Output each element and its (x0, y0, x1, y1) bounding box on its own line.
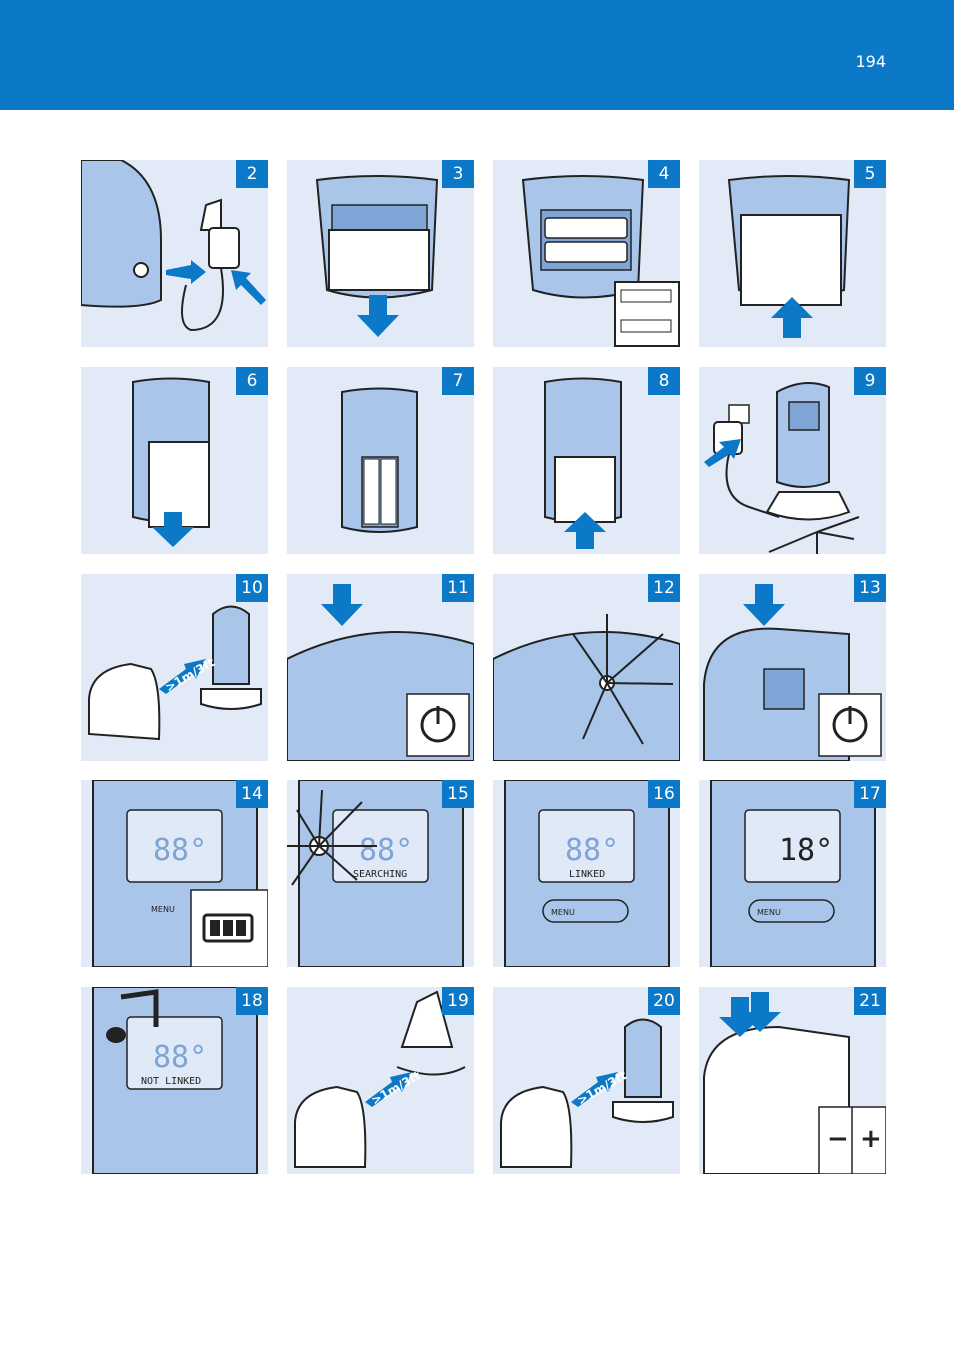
page-number: 194 (855, 52, 886, 71)
step-number: 17 (854, 780, 886, 808)
illustration-plug-in-adapter (81, 160, 266, 332)
step-panel-21: − + 21 (699, 987, 886, 1174)
step-panel-10: >1m/3ft 10 (81, 574, 268, 761)
illustration-close-battery-cover (727, 175, 851, 338)
illustration-baby-unit-power-on (287, 584, 474, 761)
lcd-status-searching: SEARCHING (353, 869, 407, 880)
lcd-status-not-linked: NOT LINKED (141, 1076, 201, 1087)
step-number: 15 (442, 780, 474, 808)
page-header-bar: 194 (0, 0, 954, 110)
step-panel-11: 11 (287, 574, 474, 761)
step-number: 20 (648, 987, 680, 1015)
lcd-temperature: 18° (779, 833, 833, 868)
step-panel-9: 9 (699, 367, 886, 554)
step-number: 2 (236, 160, 268, 188)
illustration-charger-plug-in (704, 382, 860, 554)
menu-label: MENU (151, 905, 175, 914)
step-panel-2: 2 (81, 160, 268, 347)
illustration-battery-full: 88° MENU (92, 780, 268, 967)
menu-label: MENU (757, 908, 781, 917)
step-panel-17: 18° MENU 17 (699, 780, 886, 967)
illustration-parent-unit-batteries (341, 387, 418, 533)
step-number: 4 (648, 160, 680, 188)
step-panel-13: 13 (699, 574, 886, 761)
step-panel-18: 88° NOT LINKED 18 (81, 987, 268, 1174)
step-number: 14 (236, 780, 268, 808)
step-number: 19 (442, 987, 474, 1015)
step-panel-20: >1m/3ft 20 (493, 987, 680, 1174)
step-panel-12: 12 (493, 574, 680, 761)
illustration-parent-unit-power-on (703, 584, 882, 761)
step-panel-7: 7 (287, 367, 474, 554)
illustration-insert-batteries (521, 175, 680, 347)
step-number: 9 (854, 367, 886, 395)
step-panel-6: 6 (81, 367, 268, 554)
illustration-parent-unit-close-cover (544, 377, 622, 549)
minus-label: − (827, 1124, 849, 1154)
illustration-not-linked-alarm: 88° NOT LINKED (92, 987, 258, 1174)
illustration-searching: 88° SEARCHING (287, 780, 464, 967)
step-panel-19: >1m/3ft 19 (287, 987, 474, 1174)
illustration-volume-buttons: − + (703, 992, 886, 1174)
step-number: 3 (442, 160, 474, 188)
lcd-digits: 88° (359, 833, 413, 868)
step-number: 6 (236, 367, 268, 395)
illustration-parent-unit-open-cover (132, 377, 210, 547)
illustration-temperature: 18° MENU (710, 780, 876, 967)
step-number: 13 (854, 574, 886, 602)
illustration-distance-units: >1m/3ft (88, 605, 262, 741)
step-number: 7 (442, 367, 474, 395)
step-panel-5: 5 (699, 160, 886, 347)
illustration-baby-unit-light-on (493, 614, 680, 761)
lcd-digits: 88° (565, 833, 619, 868)
step-number: 8 (648, 367, 680, 395)
step-number: 16 (648, 780, 680, 808)
illustration-baby-unit-distance-cot: >1m/3ft (294, 990, 466, 1168)
distance-label: >1m/3ft (369, 1068, 424, 1108)
step-number: 21 (854, 987, 886, 1015)
step-number: 5 (854, 160, 886, 188)
lcd-status-linked: LINKED (569, 869, 605, 880)
lcd-digits: 88° (153, 1040, 207, 1075)
step-panel-3: 3 (287, 160, 474, 347)
step-panel-8: 8 (493, 367, 680, 554)
plus-label: + (860, 1124, 882, 1154)
step-panel-16: 88° LINKED MENU 16 (493, 780, 680, 967)
lcd-digits: 88° (153, 833, 207, 868)
illustration-parent-unit-distance: >1m/3ft (500, 1018, 674, 1168)
step-panel-15: 88° SEARCHING 15 (287, 780, 474, 967)
step-number: 12 (648, 574, 680, 602)
step-panel-4: 4 (493, 160, 680, 347)
menu-label: MENU (551, 908, 575, 917)
step-number: 18 (236, 987, 268, 1015)
step-number: 10 (236, 574, 268, 602)
step-number: 11 (442, 574, 474, 602)
step-panel-14: 88° MENU 14 (81, 780, 268, 967)
illustration-remove-battery-cover (315, 175, 439, 337)
illustration-linked: 88° LINKED MENU (504, 780, 670, 967)
